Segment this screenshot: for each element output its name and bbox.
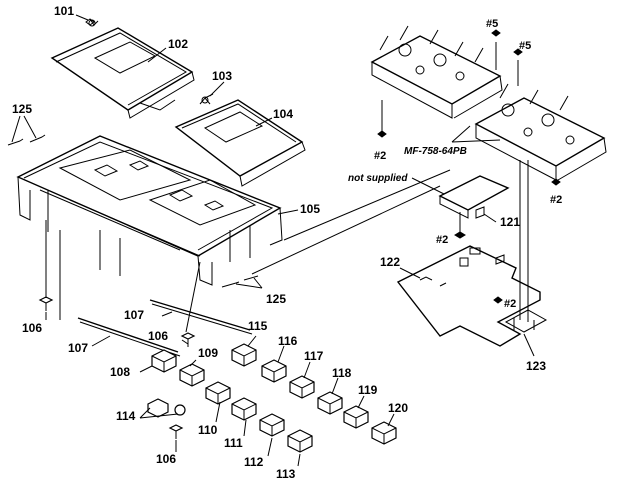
label-screw-2-b: #2 bbox=[550, 194, 562, 206]
part-116-connector bbox=[261, 359, 287, 383]
part-109-connector bbox=[179, 363, 205, 387]
assembly-guide-lines bbox=[45, 42, 557, 333]
part-112-connector bbox=[259, 413, 285, 437]
label-101: 101 bbox=[54, 4, 74, 18]
label-107-a: 107 bbox=[124, 308, 144, 322]
label-111: 111 bbox=[224, 436, 243, 450]
label-110: 110 bbox=[198, 423, 218, 437]
label-module-mf-758: MF-758-64PB bbox=[404, 146, 467, 157]
connector-parts bbox=[147, 343, 397, 453]
part-101-spring bbox=[85, 18, 99, 27]
label-screw-5-a: #5 bbox=[486, 18, 498, 30]
label-113: 113 bbox=[276, 467, 296, 481]
part-114-button bbox=[147, 398, 186, 418]
label-103: 103 bbox=[212, 69, 232, 83]
label-116: 116 bbox=[278, 334, 298, 348]
label-114: 114 bbox=[116, 409, 136, 423]
label-107-b: 107 bbox=[68, 341, 88, 355]
label-119: 119 bbox=[358, 383, 378, 397]
label-106-b: 106 bbox=[148, 329, 168, 343]
label-102: 102 bbox=[168, 37, 188, 51]
screw-markers bbox=[377, 29, 561, 304]
part-122-pcb bbox=[396, 245, 541, 347]
label-not-supplied: not supplied bbox=[348, 173, 408, 184]
label-105: 105 bbox=[300, 202, 320, 216]
part-120-connector bbox=[371, 421, 397, 445]
part-105-chassis bbox=[16, 135, 283, 286]
part-113-connector bbox=[287, 429, 313, 453]
part-123-support bbox=[504, 309, 548, 333]
label-106-a: 106 bbox=[22, 321, 42, 335]
label-112: 112 bbox=[244, 455, 264, 469]
part-111-connector bbox=[231, 397, 257, 421]
part-108-connector bbox=[151, 349, 177, 373]
part-104-lid bbox=[174, 99, 306, 187]
label-106-c: 106 bbox=[156, 452, 176, 466]
label-125-b: 125 bbox=[266, 292, 286, 306]
label-121: 121 bbox=[500, 215, 520, 229]
part-119-connector bbox=[343, 405, 369, 429]
module-mf-758 bbox=[370, 25, 607, 181]
label-screw-2-a: #2 bbox=[374, 150, 386, 162]
part-117-connector bbox=[289, 375, 315, 399]
part-labels: 101 102 103 104 105 125 125 106 106 106 … bbox=[12, 4, 562, 481]
part-110-connector bbox=[205, 381, 231, 405]
label-117: 117 bbox=[304, 349, 324, 363]
part-121-bracket bbox=[438, 175, 510, 219]
label-screw-2-d: #2 bbox=[504, 298, 516, 310]
label-screw-2-c: #2 bbox=[436, 234, 448, 246]
label-123: 123 bbox=[526, 359, 546, 373]
part-125-pins bbox=[7, 134, 259, 288]
part-115-connector bbox=[231, 343, 257, 367]
part-107-rods bbox=[77, 299, 253, 357]
leader-lines bbox=[11, 14, 535, 467]
label-115: 115 bbox=[248, 319, 268, 333]
label-screw-5-b: #5 bbox=[519, 40, 531, 52]
label-118: 118 bbox=[332, 366, 352, 380]
label-109: 109 bbox=[198, 346, 218, 360]
label-108: 108 bbox=[110, 365, 130, 379]
label-125-a: 125 bbox=[12, 102, 32, 116]
label-104: 104 bbox=[273, 107, 293, 121]
label-122: 122 bbox=[380, 255, 400, 269]
label-120: 120 bbox=[388, 401, 408, 415]
part-106-screws bbox=[38, 296, 196, 439]
part-118-connector bbox=[317, 391, 343, 415]
